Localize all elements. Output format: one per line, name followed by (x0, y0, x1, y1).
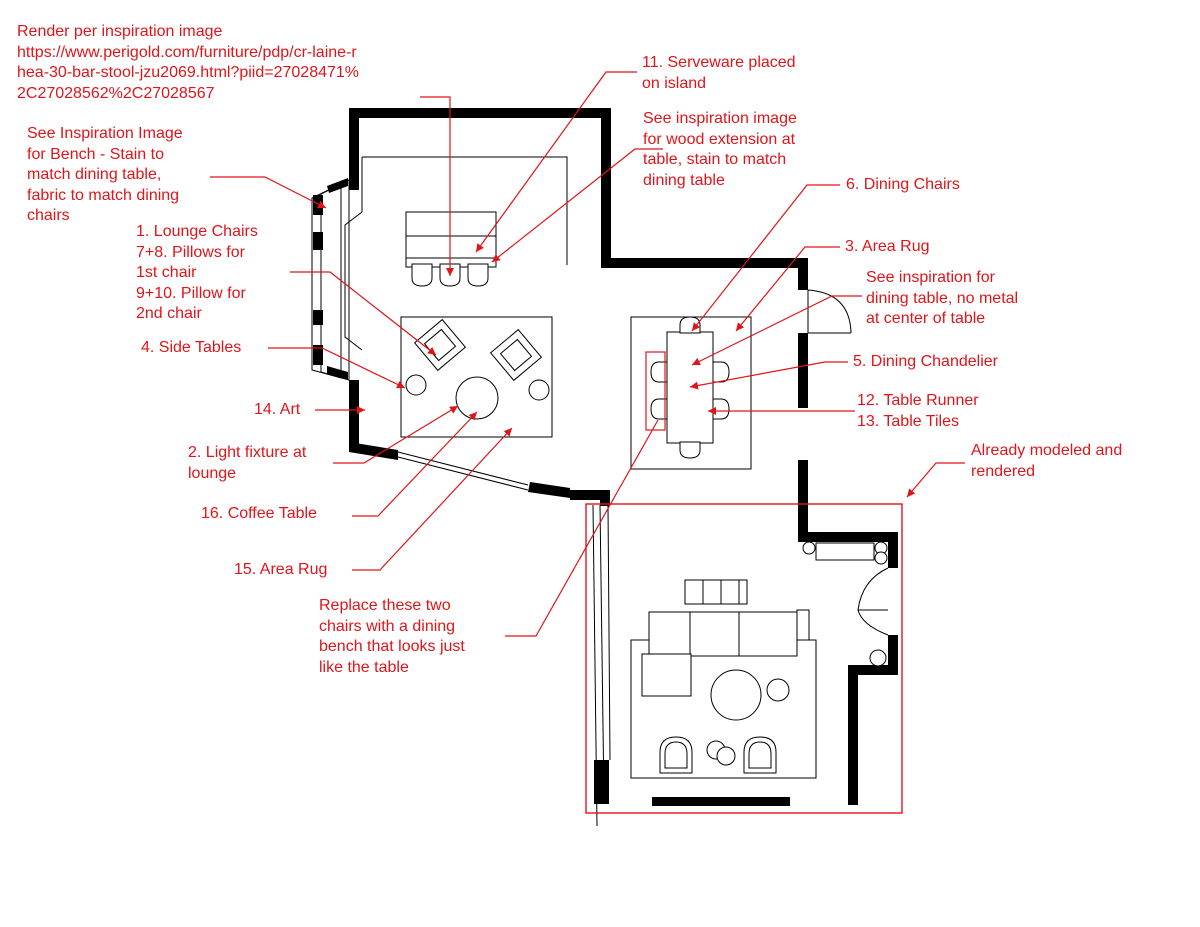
wall-bedroom-step (848, 665, 898, 675)
wall-island-east (601, 108, 611, 268)
wall-east-upper (798, 258, 808, 290)
annotation-lounge-chairs: 1. Lounge Chairs 7+8. Pillows for 1st ch… (136, 223, 258, 322)
leader-area-rug-3 (735, 246, 840, 332)
dining-table (666, 331, 714, 444)
annotation-area-rug-15: 15. Area Rug (234, 561, 328, 578)
wall-west-lower (349, 380, 359, 452)
leader-area-rug-15 (352, 427, 513, 571)
leader-render-inspiration (420, 96, 454, 276)
wall-bedroom-east-bottom (848, 665, 858, 805)
annotation-render-inspiration: Render per inspiration image https://www… (17, 23, 360, 102)
wall-bedroom-east-upper (888, 532, 898, 568)
bar-stools (411, 263, 489, 287)
wall-dining-north (601, 258, 808, 268)
leader-coffee-table (352, 411, 478, 517)
annotation-runner-tiles: 12. Table Runner 13. Table Tiles (857, 392, 979, 430)
side-table-left (405, 374, 427, 396)
already-modeled-boundary (585, 503, 903, 814)
annotation-side-tables: 4. Side Tables (141, 339, 242, 356)
leader-dining-table (691, 295, 862, 366)
annotation-coffee-table: 16. Coffee Table (201, 505, 317, 522)
leader-lounge-chairs (290, 271, 437, 356)
leader-already-modeled (906, 462, 965, 498)
wall-corner-post (600, 490, 610, 506)
annotation-bench-inspiration: See Inspiration Image for Bench - Stain … (27, 125, 183, 224)
annotation-already-modeled: Already modeled and rendered (971, 442, 1123, 480)
wall-bedroom-south (652, 797, 790, 806)
side-table-right (528, 379, 550, 401)
leader-dining-chairs (691, 184, 840, 332)
leader-bench-inspiration (210, 176, 327, 209)
annotation-area-rug-3: 3. Area Rug (845, 238, 930, 255)
annotation-serveware: 11. Serveware placed on island (642, 54, 796, 92)
leader-side-tables (268, 347, 406, 389)
leader-lines (210, 71, 965, 637)
wall-southwest (349, 442, 398, 460)
annotation-wood-extension: See inspiration image for wood extension… (643, 110, 797, 189)
annotation-light-fixture: 2. Light fixture at lounge (188, 444, 307, 482)
annotation-dining-chairs: 6. Dining Chairs (846, 176, 960, 193)
wall-bedroom-east-lower (888, 635, 898, 675)
leader-serveware (475, 71, 637, 253)
wall-bedroom-north (798, 532, 898, 542)
interior-lines (344, 156, 568, 491)
annotation-replace-chairs: Replace these two chairs with a dining b… (319, 597, 465, 676)
bedroom-area (592, 504, 889, 827)
wall-bedroom-west-stub (594, 760, 609, 804)
wall-south-corner (570, 490, 610, 500)
leader-light-fixture (333, 405, 459, 464)
bench-replacement-marker (645, 351, 666, 431)
leader-chandelier (689, 361, 848, 390)
wall-west-upper (349, 108, 359, 190)
walls (349, 108, 898, 806)
wall-north (349, 108, 611, 118)
wall-east-middle (798, 333, 808, 408)
annotation-art: 14. Art (254, 401, 301, 418)
island (405, 211, 497, 268)
entry-door (807, 289, 852, 334)
wall-east-lower (798, 460, 808, 540)
annotation-dining-table: See inspiration for dining table, no met… (866, 269, 1019, 327)
lounge-chairs (413, 318, 543, 382)
leader-wood-extension (491, 148, 663, 263)
wall-south-stub (528, 482, 570, 498)
coffee-table (455, 376, 499, 420)
annotation-chandelier: 5. Dining Chandelier (853, 353, 998, 370)
bay-window (311, 178, 350, 381)
leader-replace-chairs (505, 419, 659, 637)
